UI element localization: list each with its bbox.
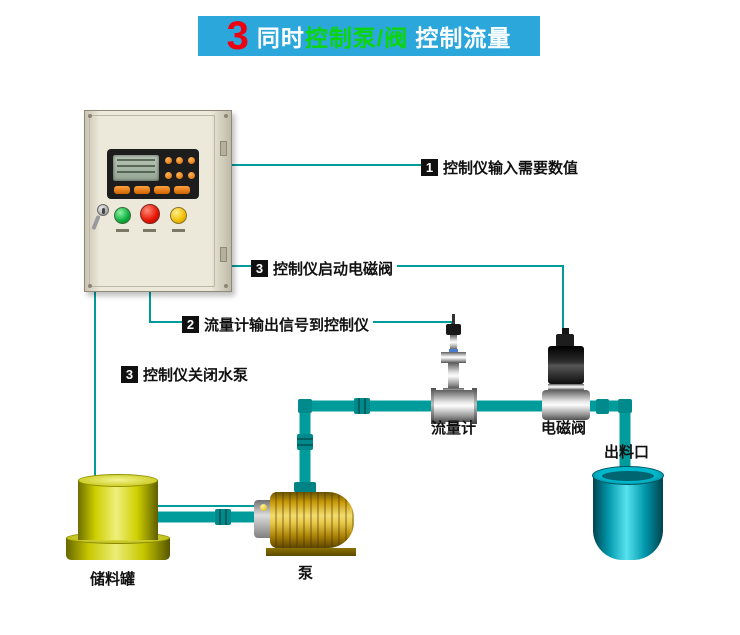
valve-band — [548, 384, 584, 390]
title-seg2: 控制泵/阀 — [304, 25, 409, 51]
pump-head — [254, 500, 275, 538]
union-header — [354, 398, 370, 414]
title-banner: 3 同时 控制泵/阀 控制流量 — [198, 16, 540, 56]
flowmeter-neck — [450, 335, 457, 350]
tank-body — [78, 480, 158, 540]
pump-base — [266, 548, 356, 556]
controller-display — [107, 149, 199, 199]
annotation-2: 3 控制仪启动电磁阀 — [251, 257, 398, 280]
valve-connector-stem — [562, 328, 569, 336]
stop-button-red — [140, 204, 160, 224]
union-outlet — [596, 399, 609, 414]
lcd-screen — [113, 155, 159, 181]
start-button-green — [114, 207, 131, 224]
pump-motor-body — [270, 492, 354, 548]
flowmeter-hex-nut — [441, 352, 466, 363]
annotation-1: 1 控制仪输入需要数值 — [421, 156, 583, 179]
union-suction — [215, 509, 231, 525]
flowmeter-body — [434, 390, 474, 422]
label-outlet: 出料口 — [604, 444, 650, 461]
annotation-1-text: 控制仪输入需要数值 — [443, 160, 579, 177]
pump-oil-cap — [260, 504, 267, 511]
outlet-body — [593, 476, 663, 560]
flowmeter-blue-ring — [449, 349, 458, 354]
flowmeter-stem — [448, 363, 459, 389]
outlet-container — [592, 466, 664, 562]
elbow-right — [618, 399, 632, 413]
title-seg1: 同时 — [256, 25, 305, 51]
valve-coil — [548, 346, 584, 384]
annotation-3: 2 流量计输出信号到控制仪 — [182, 313, 374, 336]
annotation-4: 3 控制仪关闭水泵 — [121, 363, 253, 386]
pump-outlet-flange — [294, 482, 316, 492]
tank-lid — [78, 474, 158, 487]
union-riser — [297, 434, 313, 450]
annotation-3-text: 流量计输出信号到控制仪 — [204, 317, 370, 334]
annotation-3-number: 2 — [182, 316, 199, 333]
tank-base — [66, 538, 170, 560]
outlet-rim-inner — [602, 471, 654, 481]
title-step-number: 3 — [226, 14, 249, 58]
key-lock — [97, 204, 109, 216]
valve-connector-box — [556, 334, 574, 347]
annotation-4-number: 3 — [121, 366, 138, 383]
flowmeter-antenna — [452, 314, 455, 325]
flow-meter — [428, 314, 480, 426]
solenoid-valve — [538, 326, 594, 424]
flowmeter-flange-left — [431, 388, 436, 424]
annotation-4-text: 控制仪关闭水泵 — [143, 367, 249, 384]
pump — [254, 480, 358, 558]
cabinet-hinge-bottom — [220, 247, 227, 262]
valve-body — [542, 390, 590, 420]
label-tank: 储料罐 — [90, 571, 136, 588]
flowmeter-flange-right — [472, 388, 477, 424]
keypad — [164, 155, 196, 181]
label-solenoid-valve: 电磁阀 — [541, 420, 587, 437]
cabinet-hinge-top — [220, 141, 227, 156]
function-keys — [114, 186, 194, 195]
annotation-2-number: 3 — [251, 260, 268, 277]
annotation-1-number: 1 — [421, 159, 438, 176]
flowmeter-transmitter-cap — [446, 324, 461, 335]
control-cabinet — [84, 110, 232, 292]
label-pump: 泵 — [298, 565, 314, 582]
elbow-left — [298, 399, 312, 413]
storage-tank — [66, 470, 170, 562]
cabinet-door — [89, 115, 215, 287]
reset-button-yellow — [170, 207, 187, 224]
fitting-ridges — [219, 398, 366, 525]
annotation-2-text: 控制仪启动电磁阀 — [273, 261, 394, 278]
title-seg3: 控制流量 — [415, 25, 512, 51]
label-flow-meter: 流量计 — [431, 420, 477, 437]
